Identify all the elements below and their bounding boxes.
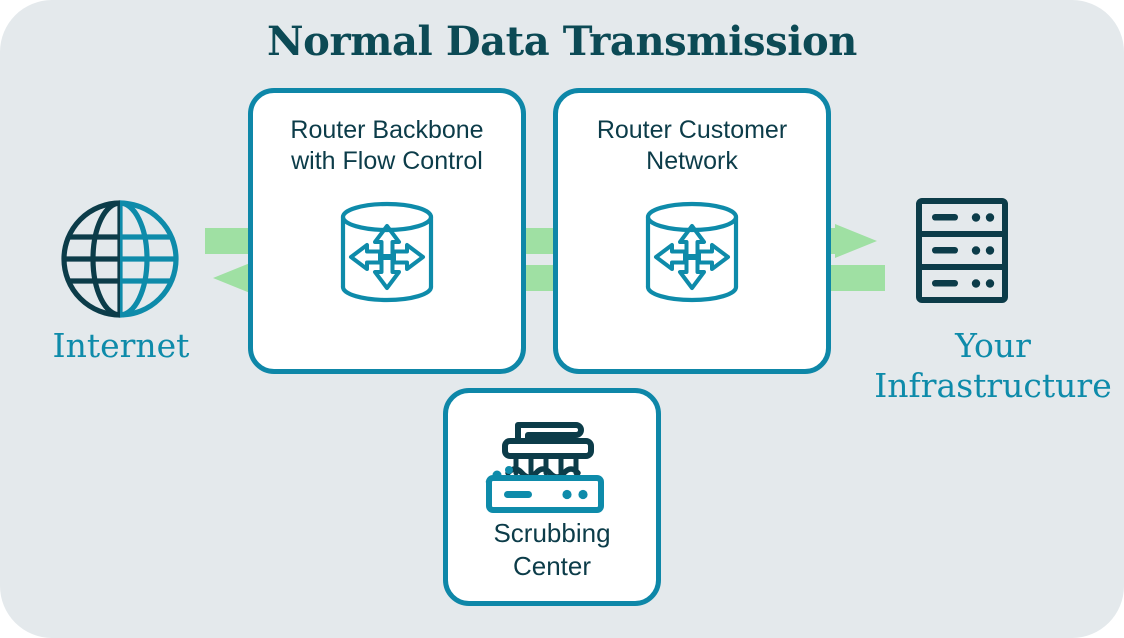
- stage-label-scrubbing-center: Scrubbing Center: [493, 518, 611, 581]
- router-icon: [340, 201, 434, 303]
- stage-label-router-backbone: Router Backbone with Flow Control: [290, 116, 484, 175]
- globe-icon: [61, 200, 179, 318]
- scrubbing-brush-server-icon: [485, 422, 604, 513]
- stage-label-router-customer-network: Router Customer Network: [596, 116, 788, 175]
- page-title: Normal Data Transmission: [267, 18, 857, 65]
- server-rack-icon: [916, 198, 1008, 303]
- router-icon: [645, 201, 739, 303]
- endpoint-label-internet: Internet: [52, 326, 190, 365]
- endpoint-label-your-infrastructure: Your Infrastructure: [874, 326, 1112, 405]
